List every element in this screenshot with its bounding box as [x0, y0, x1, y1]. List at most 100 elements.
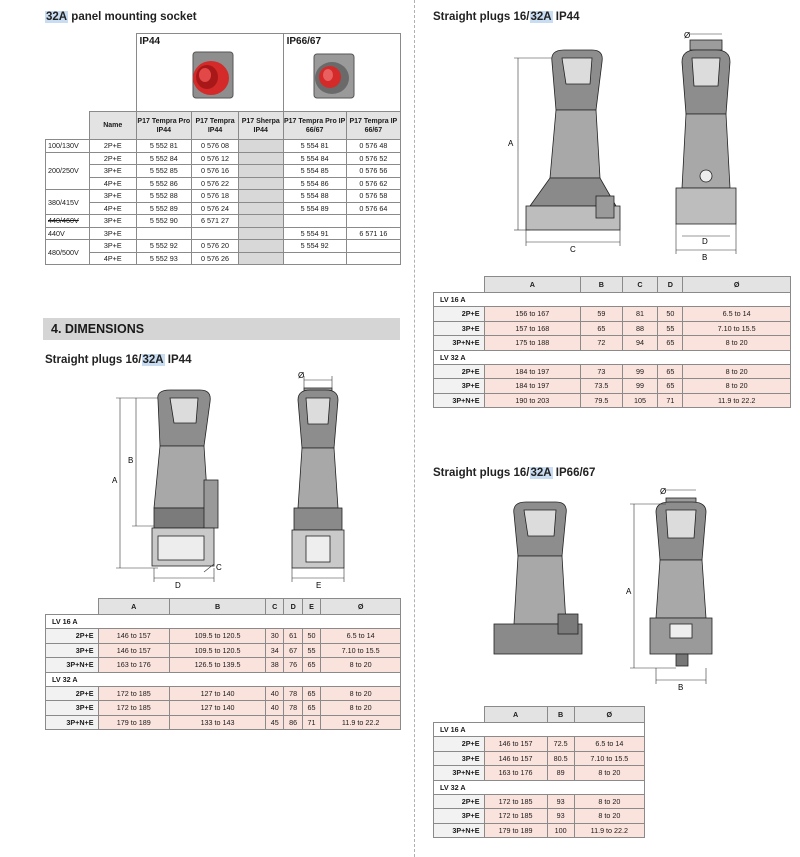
column-header: Ø [682, 276, 791, 293]
name-cell: 3P+E [89, 239, 137, 253]
value-cell: 133 to 143 [169, 714, 267, 730]
ref-cell: 5 554 86 [282, 176, 347, 190]
heading-text: Straight plugs 16/ [45, 354, 142, 366]
row-label: 3P+N+E [433, 822, 485, 838]
group-header: LV 32 A [433, 779, 645, 795]
value-cell: 8 to 20 [573, 793, 646, 809]
voltage-cell: 200/250V [45, 151, 90, 190]
value-cell: 11.9 to 22.2 [682, 392, 791, 408]
dim-dia-label: Ø [298, 371, 304, 380]
value-cell: 93 [546, 808, 575, 824]
value-cell: 163 to 176 [483, 765, 548, 781]
value-cell: 184 to 197 [483, 378, 582, 394]
value-cell: 109.5 to 120.5 [169, 642, 267, 658]
value-cell: 184 to 197 [483, 363, 582, 379]
value-cell: 61 [283, 628, 303, 644]
value-cell: 89 [546, 765, 575, 781]
ref-cell: 0 576 24 [191, 201, 239, 215]
row-label: 2P+E [45, 628, 99, 644]
value-cell: 6.5 to 14 [573, 736, 646, 752]
value-cell: 38 [265, 657, 285, 673]
ref-cell: 5 554 84 [282, 151, 347, 165]
value-cell: 79.5 [580, 392, 623, 408]
dim-e-label: E [316, 581, 321, 590]
value-cell: 146 to 157 [483, 750, 548, 766]
row-label: 3P+E [433, 378, 485, 394]
ref-cell: 5 552 81 [135, 139, 193, 153]
ref-cell: 5 552 90 [135, 214, 193, 228]
row-label: 2P+E [45, 685, 99, 701]
value-cell: 78 [283, 700, 303, 716]
ip66-label: IP66/67 [286, 36, 322, 47]
value-cell: 126.5 to 139.5 [169, 657, 267, 673]
ref-cell [237, 139, 284, 153]
value-cell: 172 to 185 [483, 808, 548, 824]
value-cell: 127 to 140 [169, 685, 267, 701]
value-cell: 109.5 to 120.5 [169, 628, 267, 644]
name-cell: 3P+E [89, 226, 137, 240]
group-header: LV 32 A [45, 671, 401, 687]
ref-cell: 0 576 16 [191, 164, 239, 178]
ref-cell [237, 201, 284, 215]
column-header: B [580, 276, 623, 293]
value-cell: 190 to 203 [483, 392, 582, 408]
dim-d-label: D [702, 237, 708, 246]
ref-cell: 0 576 26 [191, 251, 239, 265]
heading-highlight: 32A [529, 467, 553, 479]
dim-dia-label: Ø [684, 31, 690, 40]
value-cell: 76 [283, 657, 303, 673]
ref-cell [237, 176, 284, 190]
column-header: P17 Tempra Pro IP44 [135, 111, 193, 140]
ref-cell [237, 226, 284, 240]
value-cell: 8 to 20 [682, 335, 791, 351]
name-cell: 2P+E [89, 139, 137, 153]
ref-cell [237, 251, 284, 265]
value-cell: 163 to 176 [97, 657, 171, 673]
value-cell: 59 [580, 306, 623, 322]
ref-cell: 0 576 12 [191, 151, 239, 165]
value-cell: 40 [265, 700, 285, 716]
value-cell: 65 [301, 700, 322, 716]
value-cell: 146 to 157 [483, 736, 548, 752]
name-cell: 3P+E [89, 189, 137, 203]
ip66-cell: IP66/67 [282, 33, 402, 112]
row-label: 3P+E [433, 808, 485, 824]
value-cell: 86 [283, 714, 303, 730]
name-cell: 4P+E [89, 251, 137, 265]
row-label: 3P+N+E [433, 392, 485, 408]
ref-cell [237, 214, 284, 228]
ref-cell: 0 576 20 [191, 239, 239, 253]
plugs-right-ip66-heading: Straight plugs 16/32A IP66/67 [433, 467, 595, 479]
plugs-right-ip44-heading: Straight plugs 16/32A IP44 [433, 11, 579, 23]
name-cell: 3P+E [89, 164, 137, 178]
value-cell: 94 [621, 335, 659, 351]
column-header: A [483, 706, 548, 723]
ref-cell [191, 226, 239, 240]
group-header: LV 16 A [433, 722, 645, 737]
ref-cell: 0 576 52 [345, 151, 402, 165]
voltage-cell: 480/500V [45, 239, 90, 265]
row-label: 3P+E [45, 642, 99, 658]
ref-cell [237, 239, 284, 253]
ref-cell [237, 151, 284, 165]
header-blank [45, 598, 98, 615]
value-cell: 65 [657, 363, 684, 379]
heading-text: Straight plugs 16/ [433, 11, 530, 23]
value-cell: 11.9 to 22.2 [573, 822, 646, 838]
value-cell: 175 to 188 [483, 335, 582, 351]
